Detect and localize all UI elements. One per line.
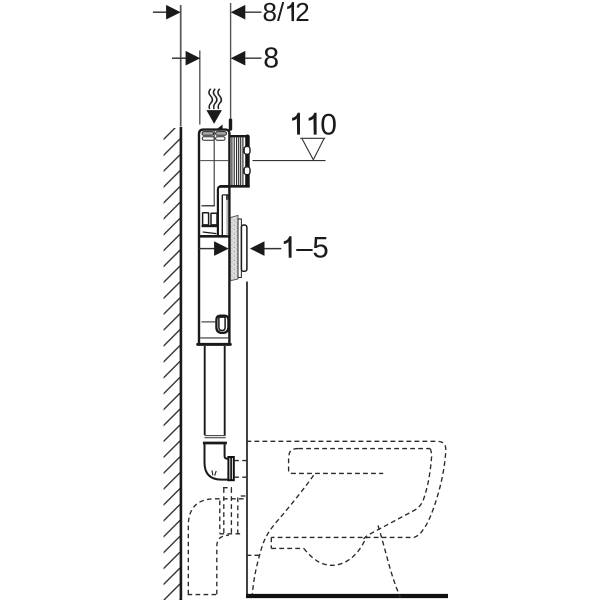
svg-text:2: 2 bbox=[295, 0, 309, 27]
svg-text:/: / bbox=[277, 0, 285, 27]
svg-text:8: 8 bbox=[263, 43, 279, 75]
svg-text:–: – bbox=[296, 232, 313, 265]
svg-text:8: 8 bbox=[263, 0, 277, 27]
svg-text:0: 0 bbox=[320, 109, 337, 142]
svg-text:5: 5 bbox=[312, 232, 328, 265]
